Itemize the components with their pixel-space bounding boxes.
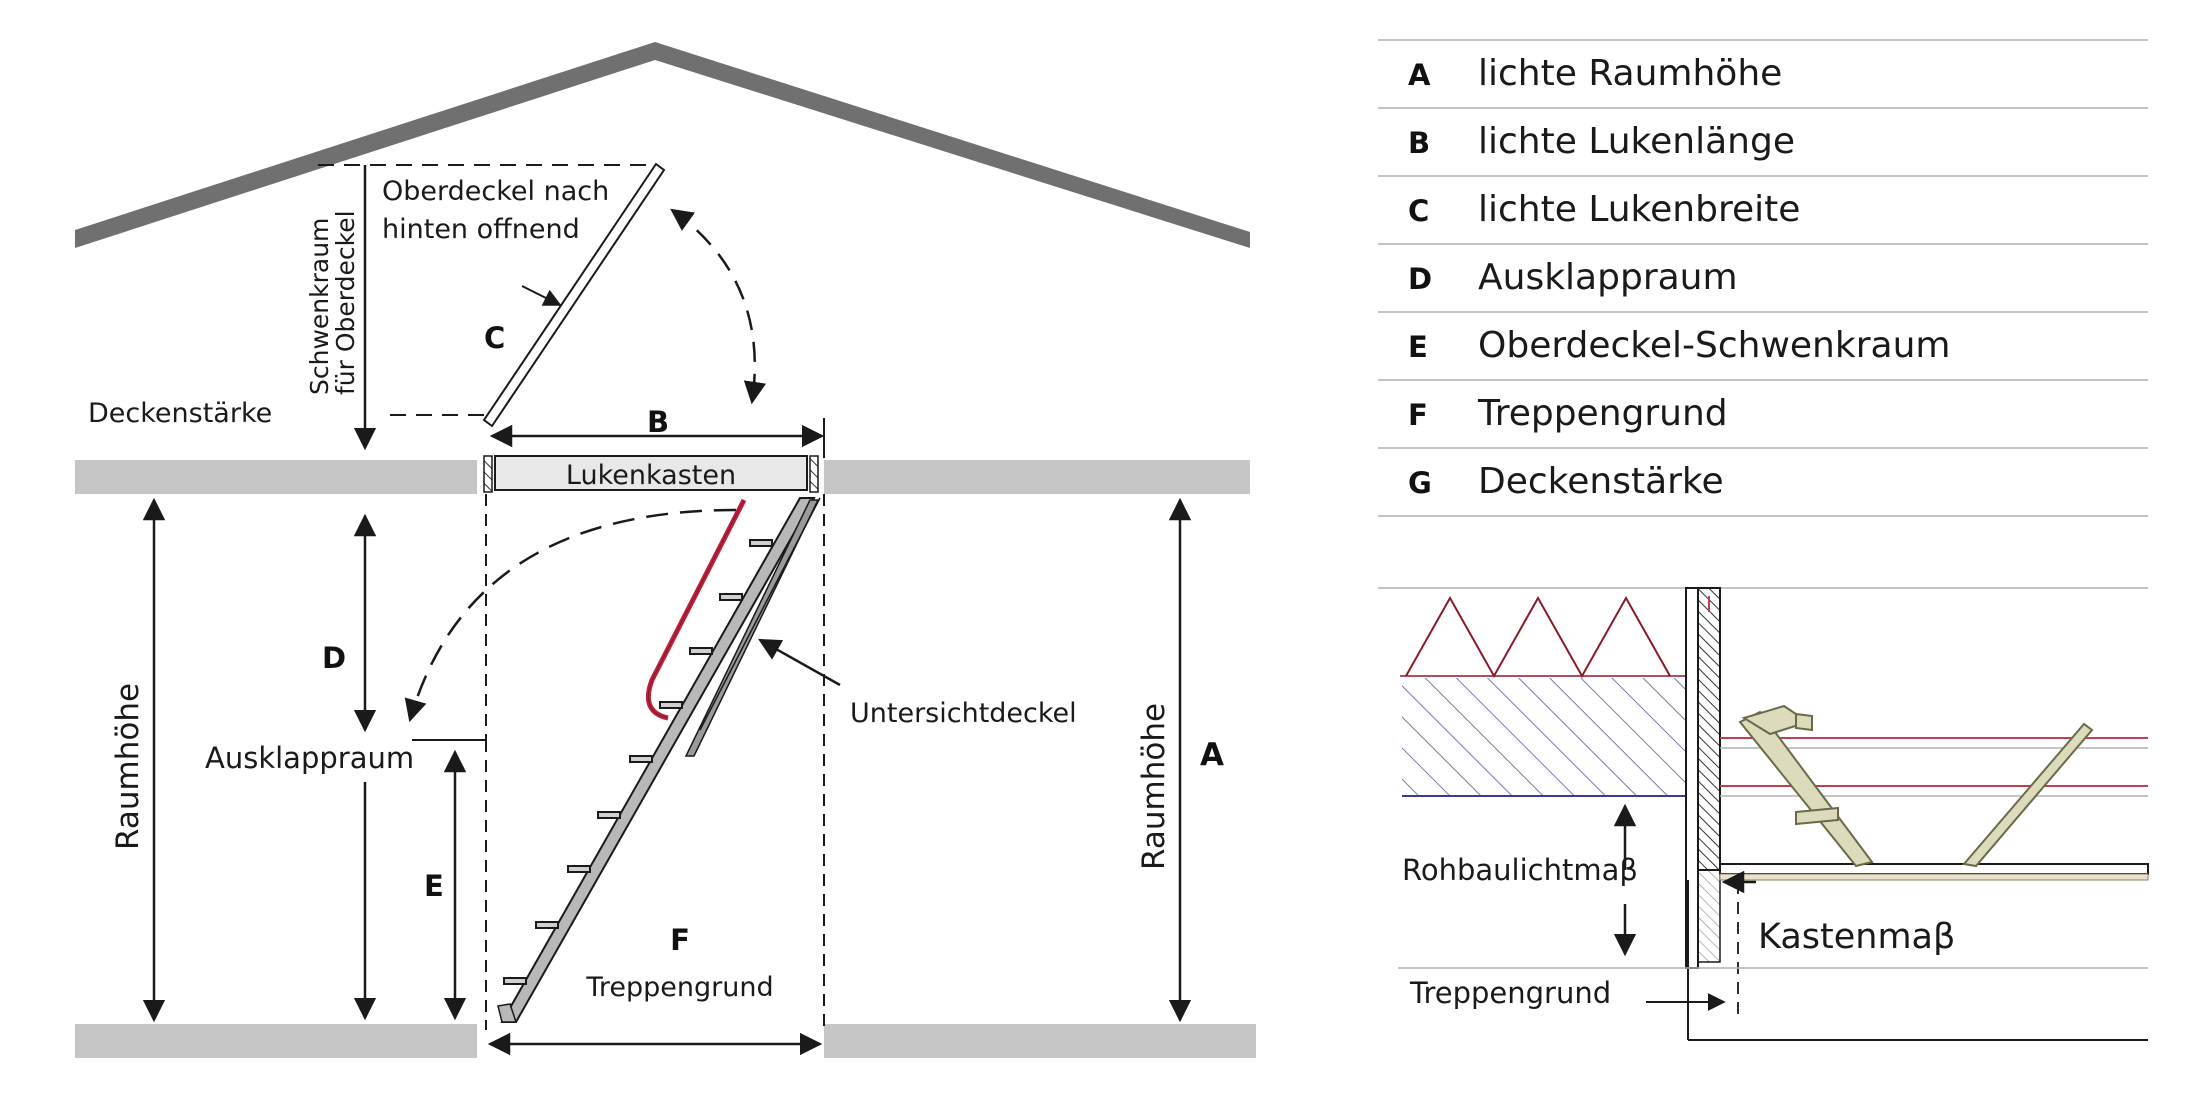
handrail: [646, 498, 747, 721]
ceiling-hatched-block: [1402, 678, 1686, 796]
rohbau-label: Rohbaulichtmaβ: [1402, 853, 1638, 887]
legend-key: F: [1408, 398, 1428, 432]
lukenkasten-box: [494, 455, 808, 491]
untersicht-label: Untersichtdeckel: [850, 698, 1077, 729]
roof: [75, 42, 1250, 248]
lid-swing-label-2: hinten offnend: [382, 214, 580, 245]
detail-treppengrund-label: Treppengrund: [1409, 976, 1611, 1010]
legend-text: Deckenstärke: [1478, 461, 1724, 502]
label-C: C: [484, 321, 505, 355]
legend-text: Treppengrund: [1477, 393, 1728, 434]
legend-key: G: [1408, 466, 1432, 500]
schwenkraum-label: Schwenkraum: [305, 218, 334, 395]
ausklappraum-label: Ausklappraum: [205, 741, 414, 775]
legend-key: C: [1408, 194, 1429, 228]
ladder: [497, 497, 821, 1023]
detail-diagram: Kastenmaβ Rohbaulichtmaβ Treppengrund: [1378, 587, 2149, 1041]
hatch-box: Lukenkasten: [483, 455, 819, 493]
c-pointer-arrow: [521, 285, 562, 306]
lukenkasten-label: Lukenkasten: [566, 460, 736, 491]
lid-swing-label: Oberdeckel nach: [382, 176, 609, 207]
deckenstaerke-label: Deckenstärke: [88, 398, 272, 429]
ceiling-slab-left: [75, 460, 477, 494]
insulation-zigzag: [1405, 595, 1671, 679]
legend-row: F Treppengrund: [1378, 393, 2148, 449]
floor-slab-right: [824, 1024, 1256, 1058]
box-frame: [1697, 869, 1721, 963]
box-wall-insulation: [1697, 587, 1721, 871]
legend-row: G Deckenstärke: [1378, 461, 2148, 517]
floor-slab-left: [75, 1024, 477, 1058]
left-diagram: Lukenkasten Schwenkraum für Oberdeckel D…: [75, 42, 1256, 1058]
ausklapp-arc: [404, 508, 737, 723]
kastenmass-label: Kastenmaβ: [1758, 917, 1955, 957]
legend-text: lichte Lukenlänge: [1478, 121, 1795, 162]
legend-text: Ausklappraum: [1478, 257, 1738, 298]
legend-row: D Ausklappraum: [1378, 257, 2148, 313]
ceiling-slab-right: [824, 460, 1250, 494]
legend-row: E Oberdeckel-Schwenkraum: [1378, 325, 2148, 381]
label-E: E: [424, 869, 444, 903]
legend-key: E: [1408, 330, 1428, 364]
raumhoehe-right-label: Raumhöhe: [1136, 703, 1172, 870]
legend-key: A: [1408, 58, 1431, 92]
lower-frame: [1719, 863, 2149, 875]
schwenkraum-label-2: für Oberdeckel: [331, 210, 360, 395]
label-B: B: [647, 405, 669, 439]
label-D: D: [322, 641, 346, 675]
raumhoehe-left-label: Raumhöhe: [110, 683, 146, 850]
untersicht-pointer: [758, 638, 841, 687]
legend-text: Oberdeckel-Schwenkraum: [1478, 325, 1950, 366]
lid-swing-arc: [670, 208, 767, 405]
legend-text: lichte Raumhöhe: [1478, 53, 1782, 94]
ladder-rungs: [503, 539, 773, 985]
ladder-mechanism: [1738, 704, 2094, 868]
legend-key: B: [1408, 126, 1430, 160]
top-lid: [482, 162, 666, 428]
label-A: A: [1200, 737, 1224, 773]
label-F: F: [670, 923, 690, 957]
legend-text: lichte Lukenbreite: [1478, 189, 1800, 230]
legend-key: D: [1408, 262, 1432, 296]
treppengrund-label: Treppengrund: [585, 972, 773, 1003]
